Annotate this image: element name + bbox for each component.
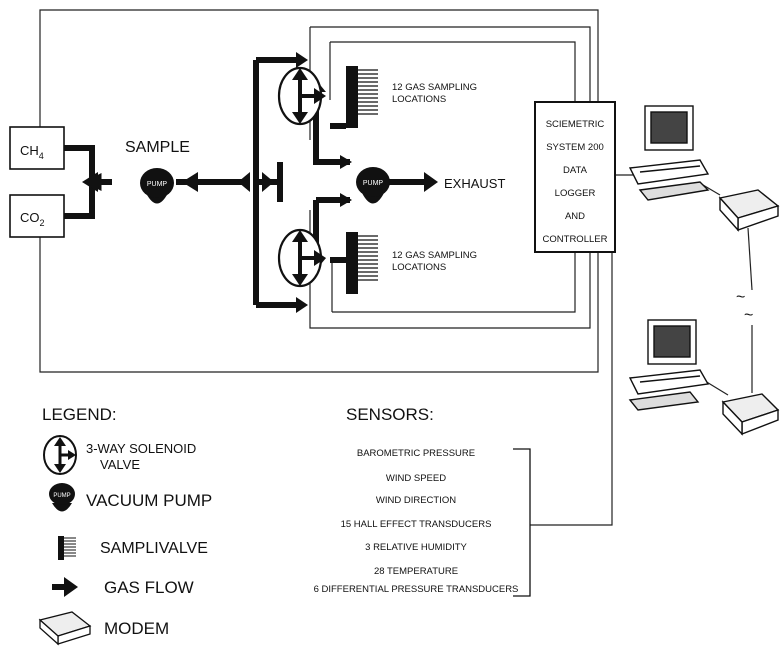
ch4-analyzer: CH4 xyxy=(9,126,65,170)
legend-samplivalve-icon xyxy=(58,536,76,560)
top-sampling-locations-line1: 12 GAS SAMPLING xyxy=(392,82,477,93)
legend-valve-label-line1: 3-WAY SOLENOID xyxy=(86,441,196,456)
legend-gas-flow-label: GAS FLOW xyxy=(104,578,194,597)
svg-text:PUMP: PUMP xyxy=(363,180,384,187)
svg-text:PUMP: PUMP xyxy=(147,181,168,188)
top-sampling-locations-line2: LOCATIONS xyxy=(392,94,446,105)
sensor-item: 6 DIFFERENTIAL PRESSURE TRANSDUCERS xyxy=(314,584,519,595)
bottom-samplivalve-icon xyxy=(346,232,378,294)
legend-valve-label-line2: VALVE xyxy=(100,457,140,472)
sample-label: SAMPLE xyxy=(125,139,190,156)
legend-modem-icon xyxy=(38,611,92,646)
legend-modem-label: MODEM xyxy=(104,619,169,638)
svg-text:CONTROLLER: CONTROLLER xyxy=(543,234,608,245)
legend-pump-icon: PUMP xyxy=(49,483,75,512)
svg-text:LOGGER: LOGGER xyxy=(555,188,596,199)
exhaust-pump-icon: PUMP xyxy=(356,167,390,204)
sample-pump-icon: PUMP xyxy=(140,168,174,204)
top-samplivalve-icon xyxy=(346,66,378,128)
sensor-item: 3 RELATIVE HUMIDITY xyxy=(365,542,467,553)
top-modem-icon xyxy=(718,189,780,232)
bottom-sampling-locations-line2: LOCATIONS xyxy=(392,262,446,273)
exhaust-label: EXHAUST xyxy=(444,176,505,191)
sensors-bracket xyxy=(513,448,531,597)
legend-valve-icon xyxy=(43,435,77,475)
sensors-title: SENSORS: xyxy=(346,405,434,424)
svg-text:AND: AND xyxy=(565,211,585,222)
svg-text:SYSTEM 200: SYSTEM 200 xyxy=(546,142,604,153)
sensor-item: BAROMETRIC PRESSURE xyxy=(357,448,475,459)
svg-text:PUMP: PUMP xyxy=(53,493,70,499)
legend-pump-label: VACUUM PUMP xyxy=(86,491,212,510)
bottom-modem-icon xyxy=(721,393,780,436)
top-solenoid-valve-icon xyxy=(277,66,326,126)
legend-samplivalve-label: SAMPLIVALVE xyxy=(100,540,208,557)
sensor-item: 15 HALL EFFECT TRANSDUCERS xyxy=(341,519,492,530)
legend-title: LEGEND: xyxy=(42,405,117,424)
top-computer-icon xyxy=(628,105,710,201)
svg-text:CO2: CO2 xyxy=(20,210,45,228)
sensor-item: WIND DIRECTION xyxy=(376,495,456,506)
line-break-symbol-2: ~ xyxy=(744,307,753,324)
data-logger-box: SCIEMETRIC SYSTEM 200 DATA LOGGER AND CO… xyxy=(534,101,616,253)
svg-text:DATA: DATA xyxy=(563,165,588,176)
bottom-sampling-locations-line1: 12 GAS SAMPLING xyxy=(392,250,477,261)
bottom-solenoid-valve-icon xyxy=(277,228,326,288)
line-break-symbol-1: ~ xyxy=(736,289,745,306)
sensor-item: WIND SPEED xyxy=(386,473,446,484)
sensor-list: BAROMETRIC PRESSURE WIND SPEED WIND DIRE… xyxy=(314,448,519,595)
co2-analyzer: CO2 xyxy=(9,194,65,238)
svg-text:SCIEMETRIC: SCIEMETRIC xyxy=(546,119,605,130)
svg-text:CH4: CH4 xyxy=(20,143,44,161)
legend-gas-flow-icon xyxy=(52,577,78,597)
bottom-computer-icon xyxy=(628,319,710,411)
sensor-item: 28 TEMPERATURE xyxy=(374,566,458,577)
